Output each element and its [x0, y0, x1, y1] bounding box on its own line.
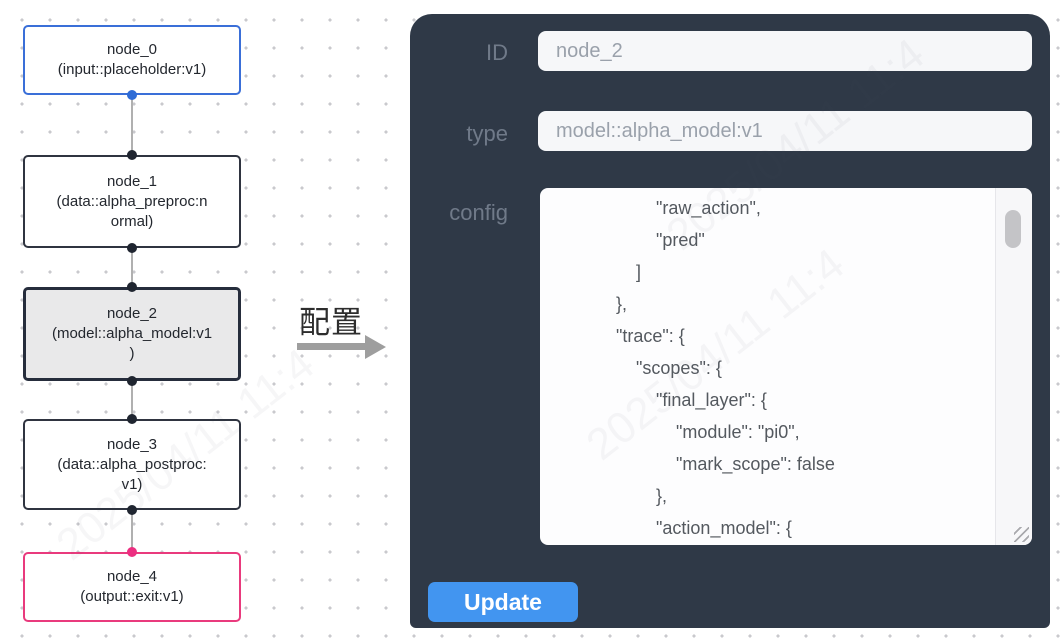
node-title: node_2 [106, 305, 158, 322]
node-title: node_3 [106, 435, 158, 453]
edge-node1-node2 [131, 248, 133, 287]
port-node3-in [127, 414, 137, 424]
textarea-resize-handle-icon[interactable] [1014, 527, 1029, 542]
graph-node-node_3[interactable]: node_3 (data::alpha_postproc: v1) [23, 419, 241, 510]
port-node2-out [127, 376, 137, 386]
config-field-label: config [449, 200, 508, 225]
id-input[interactable] [538, 31, 1032, 71]
node-type-wrap: ) [129, 345, 135, 362]
port-node2-in [127, 282, 137, 292]
type-field-label: type [466, 121, 508, 146]
right-arrow-head-icon [365, 335, 386, 359]
graph-node-node_0[interactable]: node_0 (input::placeholder:v1) [23, 25, 241, 95]
node-config-panel: ID type config "raw_action", "pred" ] },… [410, 14, 1050, 628]
edge-node3-node4 [131, 510, 133, 552]
port-node3-out [127, 505, 137, 515]
node-type-wrap: ormal) [110, 212, 154, 230]
port-node0-out [127, 90, 137, 100]
type-input[interactable] [538, 111, 1032, 151]
node-type: (model::alpha_model:v1 [51, 325, 213, 342]
graph-node-node_4[interactable]: node_4 (output::exit:v1) [23, 552, 241, 622]
node-title: node_1 [106, 172, 158, 190]
port-node4-in [127, 547, 137, 557]
right-arrow-icon [297, 343, 367, 350]
node-title: node_4 [106, 568, 158, 585]
node-type: (input::placeholder:v1) [57, 61, 207, 78]
config-scrollbar-thumb[interactable] [1005, 210, 1021, 248]
configure-label: 配置 [299, 305, 363, 340]
node-type-wrap: v1) [121, 475, 143, 493]
id-field-label: ID [486, 40, 508, 65]
config-textarea[interactable]: "raw_action", "pred" ] }, "trace": { "sc… [540, 188, 1032, 545]
edge-node2-node3 [131, 381, 133, 419]
node-type: (data::alpha_postproc: [57, 455, 207, 473]
node-title: node_0 [106, 41, 158, 58]
node-type: (output::exit:v1) [80, 588, 184, 605]
port-node1-in [127, 150, 137, 160]
config-scrollbar-track[interactable] [995, 188, 1032, 545]
graph-node-node_1[interactable]: node_1 (data::alpha_preproc:n ormal) [23, 155, 241, 248]
config-json-content[interactable]: "raw_action", "pred" ] }, "trace": { "sc… [616, 198, 835, 538]
node-type: (data::alpha_preproc:n [56, 192, 208, 210]
graph-node-node_2-selected[interactable]: node_2 (model::alpha_model:v1 ) [23, 287, 241, 381]
update-button[interactable]: Update [428, 582, 578, 622]
port-node1-out [127, 243, 137, 253]
edge-node0-node1 [131, 95, 133, 155]
